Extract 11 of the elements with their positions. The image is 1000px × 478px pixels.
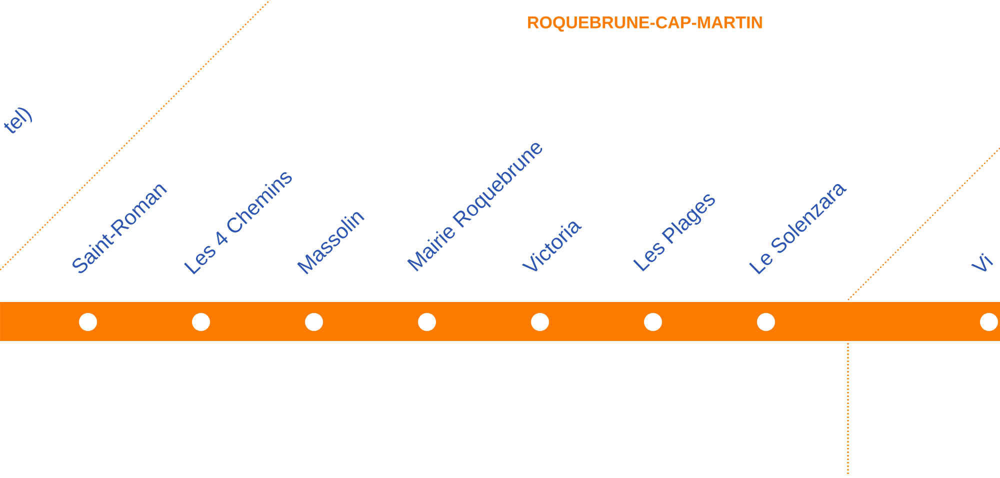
station-dot [305, 313, 323, 331]
station-dot [79, 313, 98, 331]
station-dot [980, 313, 998, 331]
station-name: Vi [971, 253, 994, 272]
station-dot [757, 313, 775, 331]
town-name: ROQUEBRUNE-CAP-MARTIN [528, 16, 762, 32]
station-dot [192, 313, 210, 331]
station-dot [531, 313, 549, 331]
station-name: tel) [4, 107, 32, 134]
station-dot [644, 313, 662, 331]
station-dot [418, 313, 436, 331]
